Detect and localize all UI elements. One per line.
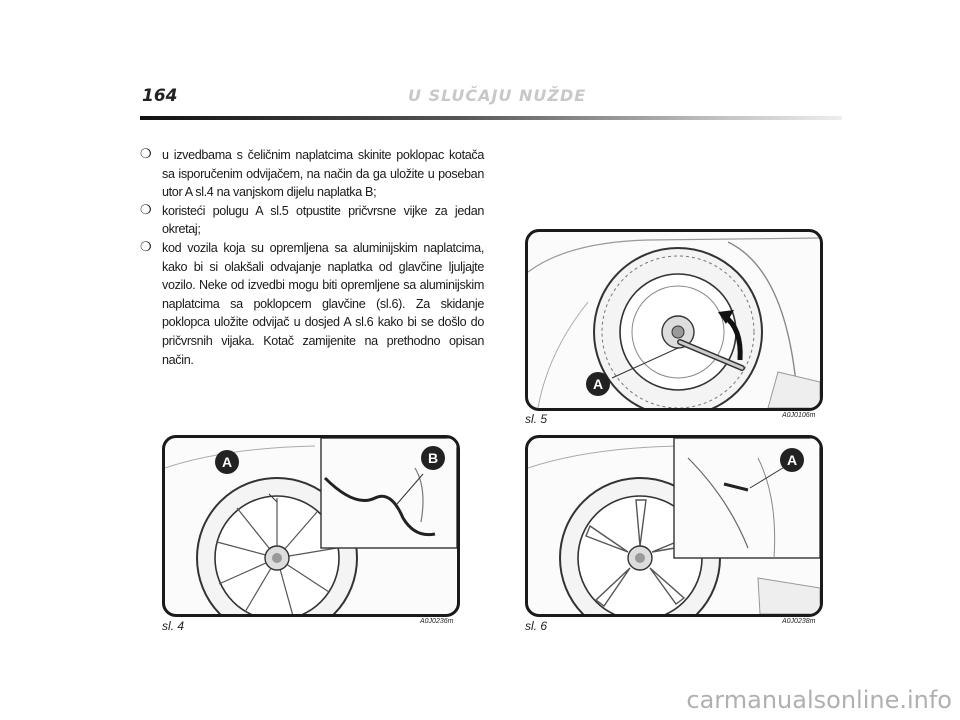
page-number: 164 xyxy=(142,86,178,106)
figure-5-code: A0J0106m xyxy=(782,412,816,419)
figure-4: A B xyxy=(162,435,460,617)
watermark: carmanualsonline.info xyxy=(686,686,952,714)
list-item-text: kod vozila koja su opremljena sa alumini… xyxy=(162,240,484,367)
wheel-lever-illustration xyxy=(528,237,820,408)
figure-5-label: sl. 5 xyxy=(525,412,548,426)
bullet-icon: ❍ xyxy=(140,202,152,218)
instruction-list: ❍ u izvedbama s čeličnim naplatcima skin… xyxy=(140,146,484,369)
list-item: ❍ koristeći polugu A sl.5 otpustite prič… xyxy=(140,202,484,239)
figure-4-code: A0J0236m xyxy=(420,618,454,625)
list-item-text: u izvedbama s čeličnim naplatcima skinit… xyxy=(162,148,484,200)
figure-6: A xyxy=(525,435,823,617)
wheel-cover-illustration xyxy=(165,438,457,614)
list-item-text: koristeći polugu A sl.5 otpustite pričvr… xyxy=(162,203,484,237)
callout-badges: A B xyxy=(215,446,445,474)
callout-b-badge xyxy=(421,446,445,470)
callout-a-label: A xyxy=(222,454,232,470)
figure-6-code: A0J0238m xyxy=(782,618,816,625)
callout-b-label: B xyxy=(428,450,438,466)
callout-a-label: A xyxy=(787,452,797,468)
callout-a-badge: A xyxy=(780,448,804,472)
figure-4-label: sl. 4 xyxy=(162,619,185,633)
figure-6-label: sl. 6 xyxy=(525,619,548,633)
header-rule xyxy=(140,116,842,120)
callout-a-badge xyxy=(215,450,239,474)
chapter-title: U SLUČAJU NUŽDE xyxy=(408,86,587,105)
list-item: ❍ u izvedbama s čeličnim naplatcima skin… xyxy=(140,146,484,202)
bullet-icon: ❍ xyxy=(140,147,152,162)
callout-a-label: A xyxy=(593,376,603,392)
figure-5: A xyxy=(525,229,823,411)
list-item: ❍ kod vozila koja su opremljena sa alumi… xyxy=(140,239,484,369)
callout-a-badge: A xyxy=(586,372,610,396)
bullet-icon: ❍ xyxy=(140,239,152,255)
